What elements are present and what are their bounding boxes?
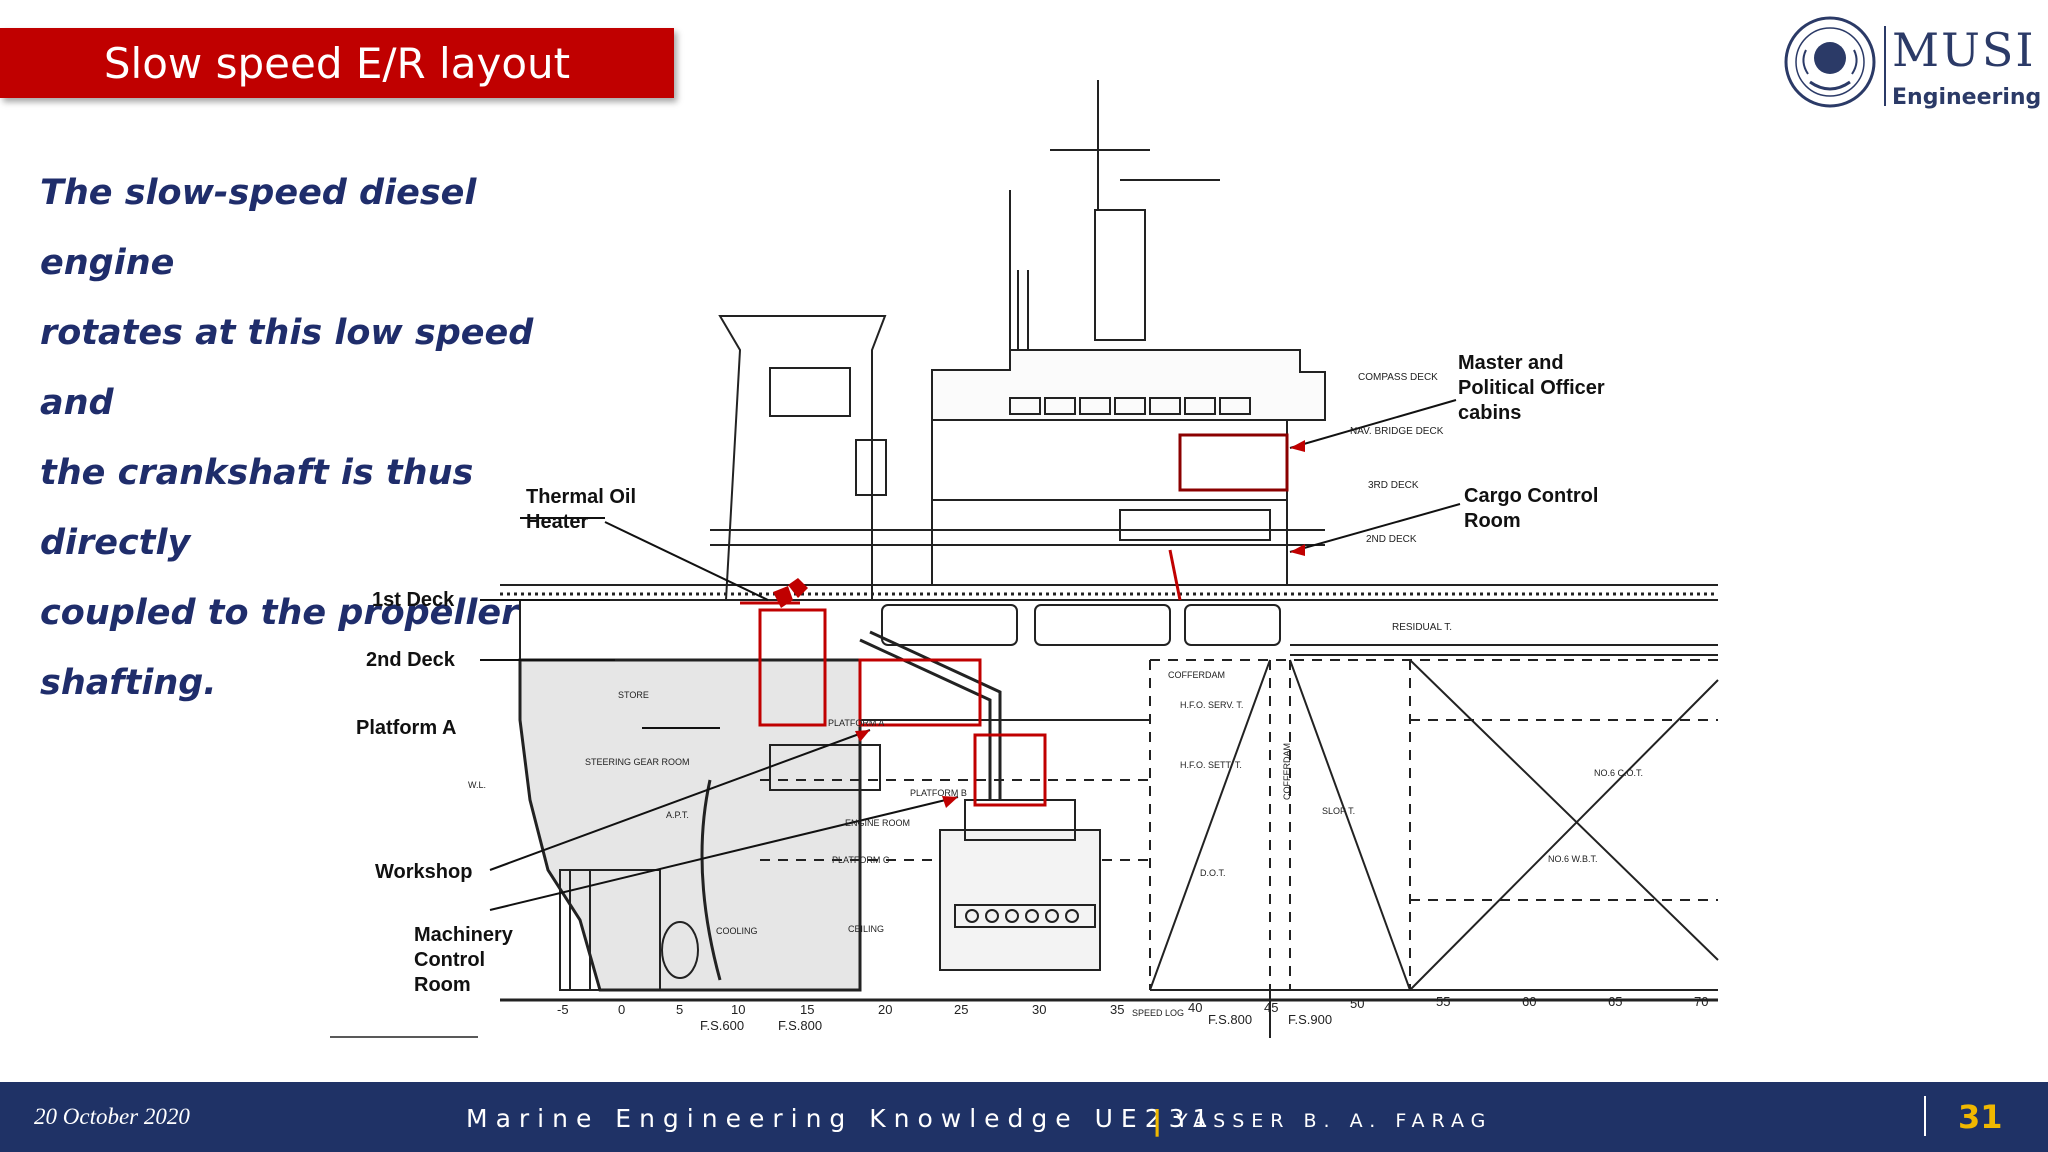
label-apt: A.P.T. (666, 810, 689, 820)
frame-number: 5 (676, 1002, 683, 1017)
callout-thermal-oil-heater: Heater (526, 511, 588, 533)
callout-platform-a: Platform A (356, 717, 456, 739)
university-emblem-icon (1784, 16, 1876, 108)
callout-1st-deck: 1st Deck (372, 589, 455, 611)
page-number: 31 (1958, 1098, 2003, 1136)
frame-spacing: F.S.800 (1208, 1012, 1252, 1027)
deck-label-residual: RESIDUAL T. (1392, 622, 1452, 633)
musi-logo: MUSI Engineering (1780, 12, 2041, 112)
callout-machinery-control-room: Control (414, 949, 485, 971)
body-line: shafting. (40, 663, 217, 703)
callout-2nd-deck: 2nd Deck (366, 649, 456, 671)
callout-thermal-oil-heater: Thermal Oil (526, 486, 636, 508)
callout-cargo-control-room: Cargo Control (1464, 485, 1598, 507)
footer-course: Marine Engineering Knowledge UE231 (466, 1104, 1217, 1133)
label-waterline: W.L. (468, 780, 486, 790)
footer-author: YASSER B. A. FARAG (1176, 1110, 1493, 1132)
label-speed-log: SPEED LOG (1132, 1008, 1184, 1018)
callout-machinery-control-room: Room (414, 974, 471, 996)
footer-divider (1924, 1096, 1926, 1136)
callout-machinery-control-room: Machinery (414, 924, 514, 946)
label-wbt-6: NO.6 W.B.T. (1548, 854, 1598, 864)
frame-number: 35 (1110, 1002, 1124, 1017)
frame-number: 20 (878, 1002, 892, 1017)
logo-name: MUSI (1892, 23, 2036, 77)
label-cofferdam: COFFERDAM (1168, 670, 1225, 680)
frame-number: 60 (1522, 994, 1536, 1009)
body-line: coupled to the propeller (40, 593, 519, 633)
body-paragraph: The slow-speed diesel engine rotates at … (40, 158, 600, 718)
label-hfo-serv: H.F.O. SERV. T. (1180, 700, 1243, 710)
frame-number: -5 (557, 1002, 569, 1017)
label-steering-gear-room: STEERING GEAR ROOM (585, 757, 690, 767)
body-line: the crankshaft is thus directly (40, 453, 474, 563)
deck-label-compass: COMPASS DECK (1358, 372, 1438, 383)
callout-cargo-control-room: Room (1464, 510, 1521, 532)
frame-number: 45 (1264, 1000, 1278, 1015)
deck-label-3rd: 3RD DECK (1368, 480, 1419, 491)
label-cooling: COOLING (716, 926, 758, 936)
label-engine-room: ENGINE ROOM (845, 818, 910, 828)
frame-spacing: F.S.600 (700, 1018, 744, 1033)
label-cot-6: NO.6 C.O.T. (1594, 768, 1643, 778)
frame-number: 10 (731, 1002, 745, 1017)
frame-spacing: F.S.900 (1288, 1012, 1332, 1027)
label-do-t: D.O.T. (1200, 868, 1226, 878)
title-banner: Slow speed E/R layout (0, 28, 674, 98)
label-slop-t: SLOP T. (1322, 806, 1355, 816)
callout-master-cabins: Master and (1458, 352, 1564, 374)
footer-bar: 20 October 2020 Marine Engineering Knowl… (0, 1082, 2048, 1152)
frame-number: 40 (1188, 1000, 1202, 1015)
frame-number: 0 (618, 1002, 625, 1017)
logo-separator (1884, 26, 1886, 106)
label-cofferdam-vertical: COFFERDAM (1282, 743, 1292, 800)
logo-subtitle: Engineering (1892, 85, 2042, 110)
label-platform-b: PLATFORM B (910, 788, 967, 798)
frame-number: 25 (954, 1002, 968, 1017)
footer-separator: | (1152, 1104, 1163, 1137)
label-platform-a: PLATFORM A (828, 718, 884, 728)
callout-workshop: Workshop (375, 861, 472, 883)
frame-number: 50 (1350, 996, 1364, 1011)
frame-number: 65 (1608, 994, 1622, 1009)
body-line: The slow-speed diesel engine (40, 173, 477, 283)
frame-number: 15 (800, 1002, 814, 1017)
body-line: rotates at this low speed and (40, 313, 534, 423)
label-ceiling: CEILING (848, 924, 884, 934)
label-hfo-sett: H.F.O. SETT. T. (1180, 760, 1242, 770)
callout-master-cabins: cabins (1458, 402, 1521, 424)
frame-number: 70 (1694, 994, 1708, 1009)
deck-label-nav-bridge: NAV. BRIDGE DECK (1350, 426, 1444, 437)
label-platform-c: PLATFORM C (832, 855, 890, 865)
label-store: STORE (618, 690, 649, 700)
slide-title: Slow speed E/R layout (103, 38, 571, 88)
frame-spacing: F.S.800 (778, 1018, 822, 1033)
engine-room-layout-diagram: Thermal Oil Heater 1st Deck 2nd Deck Pla… (330, 80, 1719, 1038)
frame-number: 30 (1032, 1002, 1046, 1017)
callout-master-cabins: Political Officer (1458, 377, 1605, 399)
frame-number: 55 (1436, 994, 1450, 1009)
deck-label-2nd: 2ND DECK (1366, 534, 1417, 545)
footer-date: 20 October 2020 (34, 1104, 190, 1129)
